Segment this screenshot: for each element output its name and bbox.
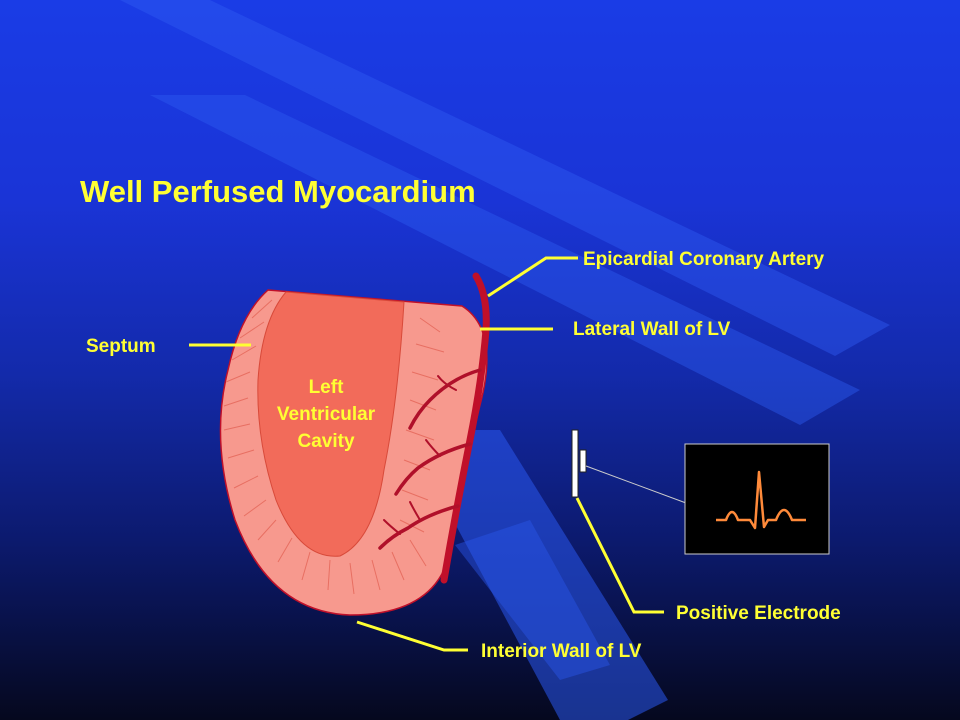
ventricular-cavity: [257, 291, 405, 557]
slide-title: Well Perfused Myocardium: [80, 174, 476, 209]
electrode-connector-line: [585, 465, 687, 504]
coronary-branches: [378, 368, 482, 550]
label-interior-wall: Interior Wall of LV: [481, 641, 642, 662]
background-stripe: [150, 95, 860, 425]
leader-epicardial: [487, 256, 578, 298]
ecg-monitor: [684, 443, 830, 555]
cavity-label-line: Left: [308, 377, 344, 398]
ecg-trace: [716, 470, 806, 530]
label-epicardial-coronary-artery: Epicardial Coronary Artery: [583, 249, 825, 270]
label-positive-electrode: Positive Electrode: [676, 603, 841, 624]
myocardium-striations: [223, 299, 445, 595]
epicardial-coronary-artery: [440, 272, 490, 584]
background-stripe: [405, 430, 668, 720]
label-lateral-wall: Lateral Wall of LV: [573, 319, 731, 340]
label-ventricular-cavity: Left Ventricular Cavity: [256, 374, 396, 455]
leader-electrode: [575, 497, 664, 614]
positive-electrode: [571, 429, 587, 498]
label-septum: Septum: [86, 336, 156, 357]
leader-lines: [189, 256, 664, 652]
background-stripe: [120, 0, 890, 356]
leader-interior: [356, 620, 468, 652]
background-stripe: [455, 520, 610, 680]
cavity-label-line: Cavity: [297, 431, 355, 452]
cavity-label-line: Ventricular: [276, 404, 376, 425]
